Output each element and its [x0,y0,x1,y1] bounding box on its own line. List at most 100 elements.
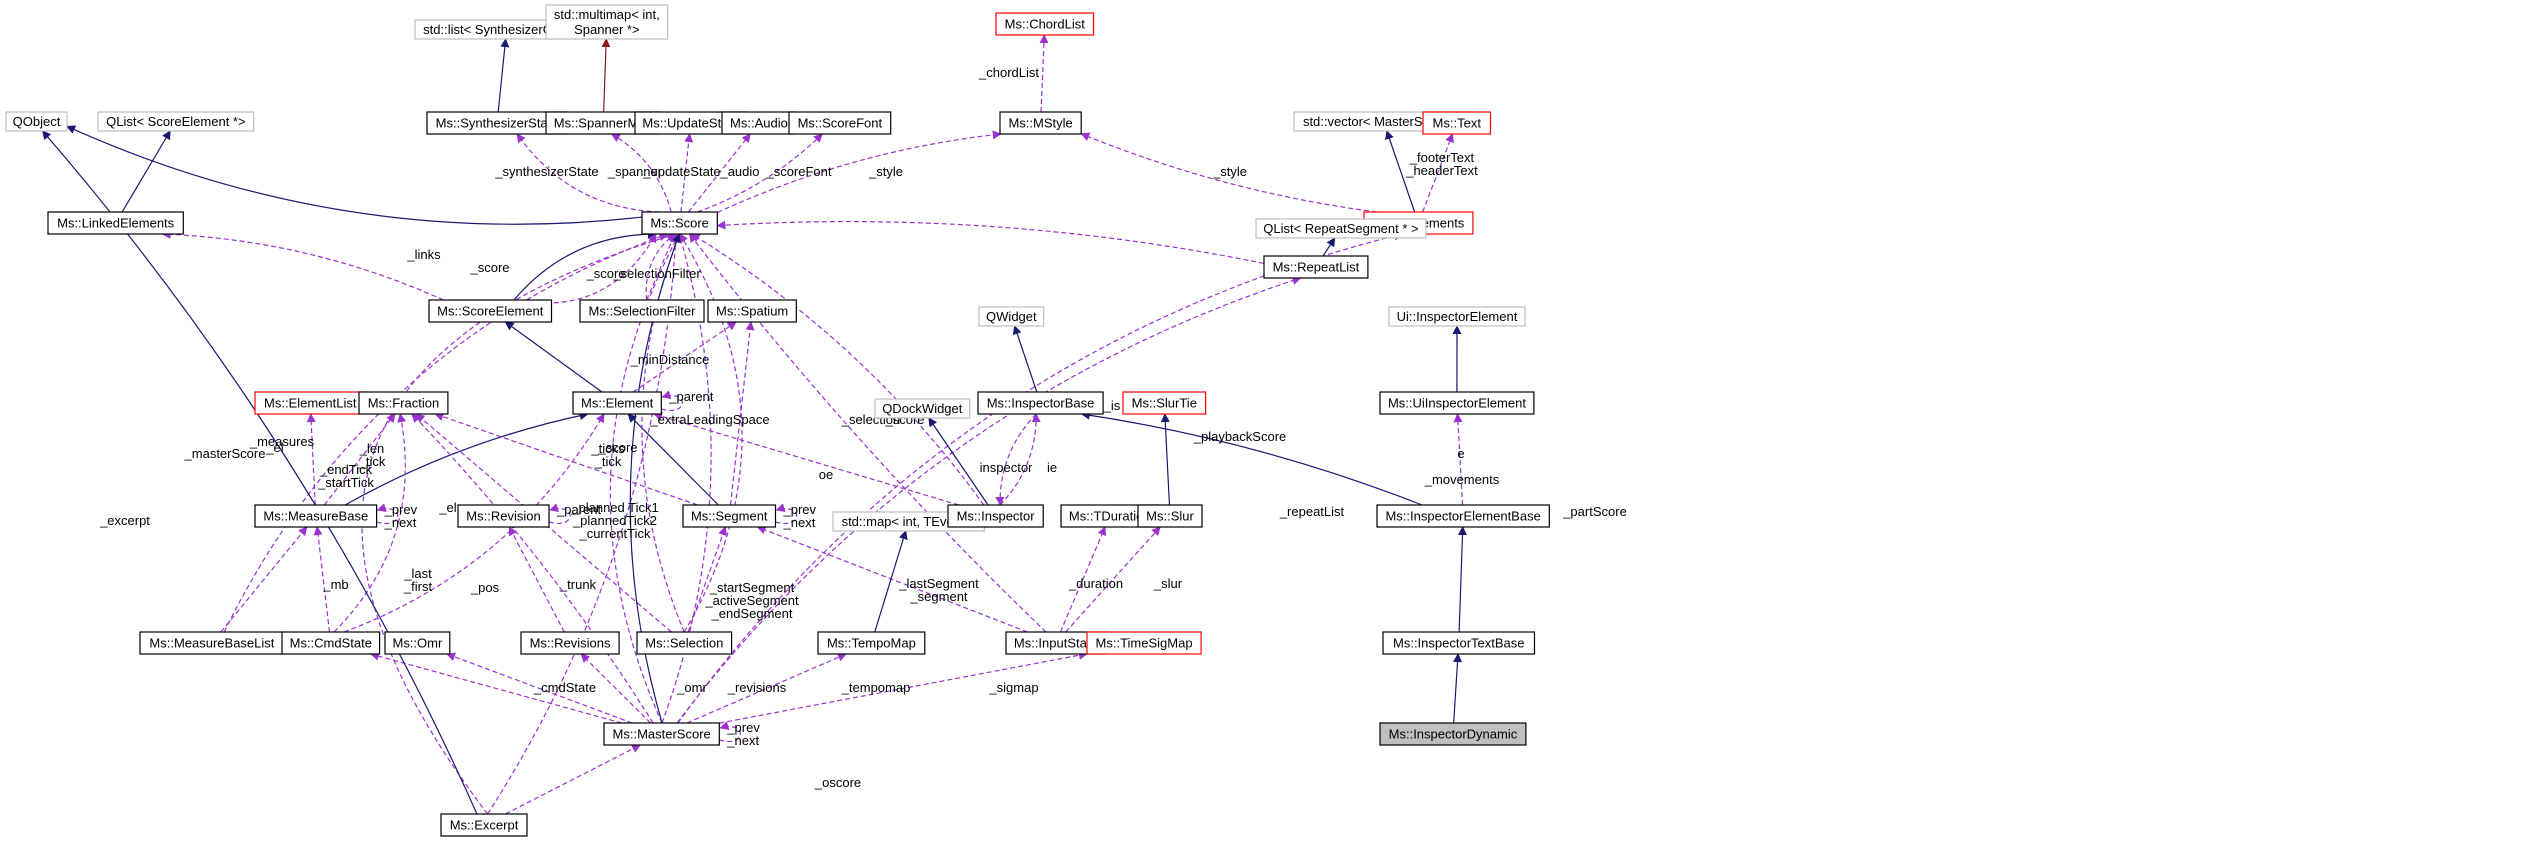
class-node-elementlist[interactable]: Ms::ElementList [254,391,367,415]
class-node-qlist_rs[interactable]: QList< RepeatSegment * > [1255,218,1427,239]
class-node-qlist_se[interactable]: QList< ScoreElement *> [97,111,255,132]
class-node-excerpt[interactable]: Ms::Excerpt [440,813,528,837]
class-node-box [817,631,926,655]
class-node-box [1422,111,1492,135]
class-node-revision[interactable]: Ms::Revision [457,504,550,528]
class-node-label: Ms::Spatium [716,304,788,319]
inheritance-edge-measurebase-to-element [344,411,589,506]
class-node-label: Ms::MeasureBaseList [149,636,274,651]
class-node-slurtie[interactable]: Ms::SlurTie [1122,391,1207,415]
usage-edge-inspector-to-element [653,412,959,506]
class-node-label: Ms::Slur [1146,509,1194,524]
class-node-slur[interactable]: Ms::Slur [1137,504,1203,528]
edge-label: _el [265,440,283,455]
class-node-selectionfilter[interactable]: Ms::SelectionFilter [579,299,705,323]
class-node-label: Ms::Revisions [530,636,611,651]
class-node-box [254,504,378,528]
edge-label: _parent [668,389,713,404]
class-node-inspectorelementbase[interactable]: Ms::InspectorElementBase [1376,504,1550,528]
class-node-linkedelements[interactable]: Ms::LinkedElements [47,211,184,235]
class-node-box [1388,306,1526,327]
class-node-label: Ms::UiInspectorElement [1388,396,1526,411]
class-node-label: Ms::Element [581,396,654,411]
edge-label: _score [585,266,625,281]
class-node-inspectordynamic[interactable]: Ms::InspectorDynamic [1379,722,1527,746]
edge-label: _score [597,440,637,455]
edge-label: _chordList [978,65,1039,80]
class-node-box [947,504,1044,528]
class-node-box [5,111,68,132]
class-node-masterscore[interactable]: Ms::MasterScore [603,722,720,746]
class-node-chordlist[interactable]: Ms::ChordList [995,12,1095,36]
inheritance-edge-inspectortextbase-to-inspectorelementbase [1457,526,1467,633]
class-node-selection[interactable]: Ms::Selection [636,631,733,655]
edge-label: _excerpt [99,513,150,528]
class-node-text[interactable]: Ms::Text [1422,111,1492,135]
class-node-label: Ms::RepeatList [1273,260,1360,275]
usage-edge-masterscore-to-fraction [411,413,654,724]
usage-edge-score-to-synthstate [516,133,660,213]
class-node-tempomap[interactable]: Ms::TempoMap [817,631,926,655]
class-node-label: Ms::LinkedElements [57,216,175,231]
class-node-box [457,504,550,528]
class-node-omr[interactable]: Ms::Omr [384,631,451,655]
class-node-uiinspectorelement[interactable]: Ui::InspectorElement [1388,306,1526,327]
class-node-label: Ms::InspectorDynamic [1389,727,1518,742]
edge-label: _style [868,164,903,179]
class-node-score[interactable]: Ms::Score [641,211,718,235]
class-node-label: Ms::ChordList [1005,17,1086,32]
usage-edge-masterscore-to-revisions [580,653,651,724]
class-node-label: QObject [13,114,61,129]
usage-edge-inspector-to-inspectorbase [999,413,1041,506]
class-node-timesigmap[interactable]: Ms::TimeSigMap [1086,631,1202,655]
edge-label: _tempomap [841,680,911,695]
class-node-repeatlist[interactable]: Ms::RepeatList [1263,255,1369,279]
edge-label: _movements [1424,472,1500,487]
inheritance-edge-score-to-qobject [66,125,643,225]
class-node-fraction[interactable]: Ms::Fraction [358,391,449,415]
edge-label: _minDistance [630,352,710,367]
class-node-spatium[interactable]: Ms::Spatium [707,299,797,323]
usage-edge-repeatlist-to-score [716,220,1265,264]
class-node-scoreelement[interactable]: Ms::ScoreElement [428,299,553,323]
class-node-measurebase[interactable]: Ms::MeasureBase [254,504,378,528]
edge-label: _scoreFont [765,164,831,179]
class-node-box [358,391,449,415]
usage-edge-masterscore-to-masterscore [719,721,742,742]
class-node-updatestate[interactable]: Ms::UpdateState [634,111,748,135]
class-node-tduration[interactable]: Ms::TDuration [1060,504,1160,528]
edge-label: _extraLeadingSpace [649,412,769,427]
class-node-inspector[interactable]: Ms::Inspector [947,504,1044,528]
edge-label: _ticks_tick [590,441,625,469]
class-node-label: Ms::Fraction [368,396,440,411]
usage-edge-score-to-scorefont [697,133,823,213]
class-node-element[interactable]: Ms::Element [572,391,662,415]
usage-edge-selection-to-segment [687,526,727,633]
class-node-cmdstate[interactable]: Ms::CmdState [281,631,381,655]
class-node-audio[interactable]: Ms::Audio [721,111,797,135]
inheritance-edge-inspector-to-qdockwidget [928,417,989,506]
edge-label: _slur [1153,576,1183,591]
edge-label: _cmdState [533,680,596,695]
class-node-measurebaselist[interactable]: Ms::MeasureBaseList [139,631,285,655]
class-node-inspectortextbase[interactable]: Ms::InspectorTextBase [1382,631,1536,655]
class-node-label: Ms::Audio [730,116,788,131]
class-node-qwidget[interactable]: QWidget [978,306,1045,327]
usage-edge-selection-to-score [641,233,685,633]
class-node-revisions[interactable]: Ms::Revisions [520,631,620,655]
class-node-mstyle[interactable]: Ms::MStyle [999,111,1082,135]
class-node-scorefont[interactable]: Ms::ScoreFont [788,111,892,135]
class-node-synthstate[interactable]: Ms::SynthesizerState [426,111,568,135]
class-node-box [97,111,255,132]
class-node-label: Ms::TDuration [1069,509,1151,524]
edges-layer [41,34,1467,815]
class-node-qdockwidget[interactable]: QDockWidget [874,398,971,419]
edge-label: _endTick_startTick [317,462,374,490]
class-node-msuiinspectorelement[interactable]: Ms::UiInspectorElement [1379,391,1535,415]
class-node-multimap[interactable]: std::multimap< int,Spanner *> [545,4,669,40]
class-node-qobject[interactable]: QObject [5,111,68,132]
class-node-segment[interactable]: Ms::Segment [682,504,777,528]
class-node-inspectorbase[interactable]: Ms::InspectorBase [977,391,1104,415]
edge-label: _pos [470,580,500,595]
usage-edge-score-to-spannermap [610,133,672,213]
